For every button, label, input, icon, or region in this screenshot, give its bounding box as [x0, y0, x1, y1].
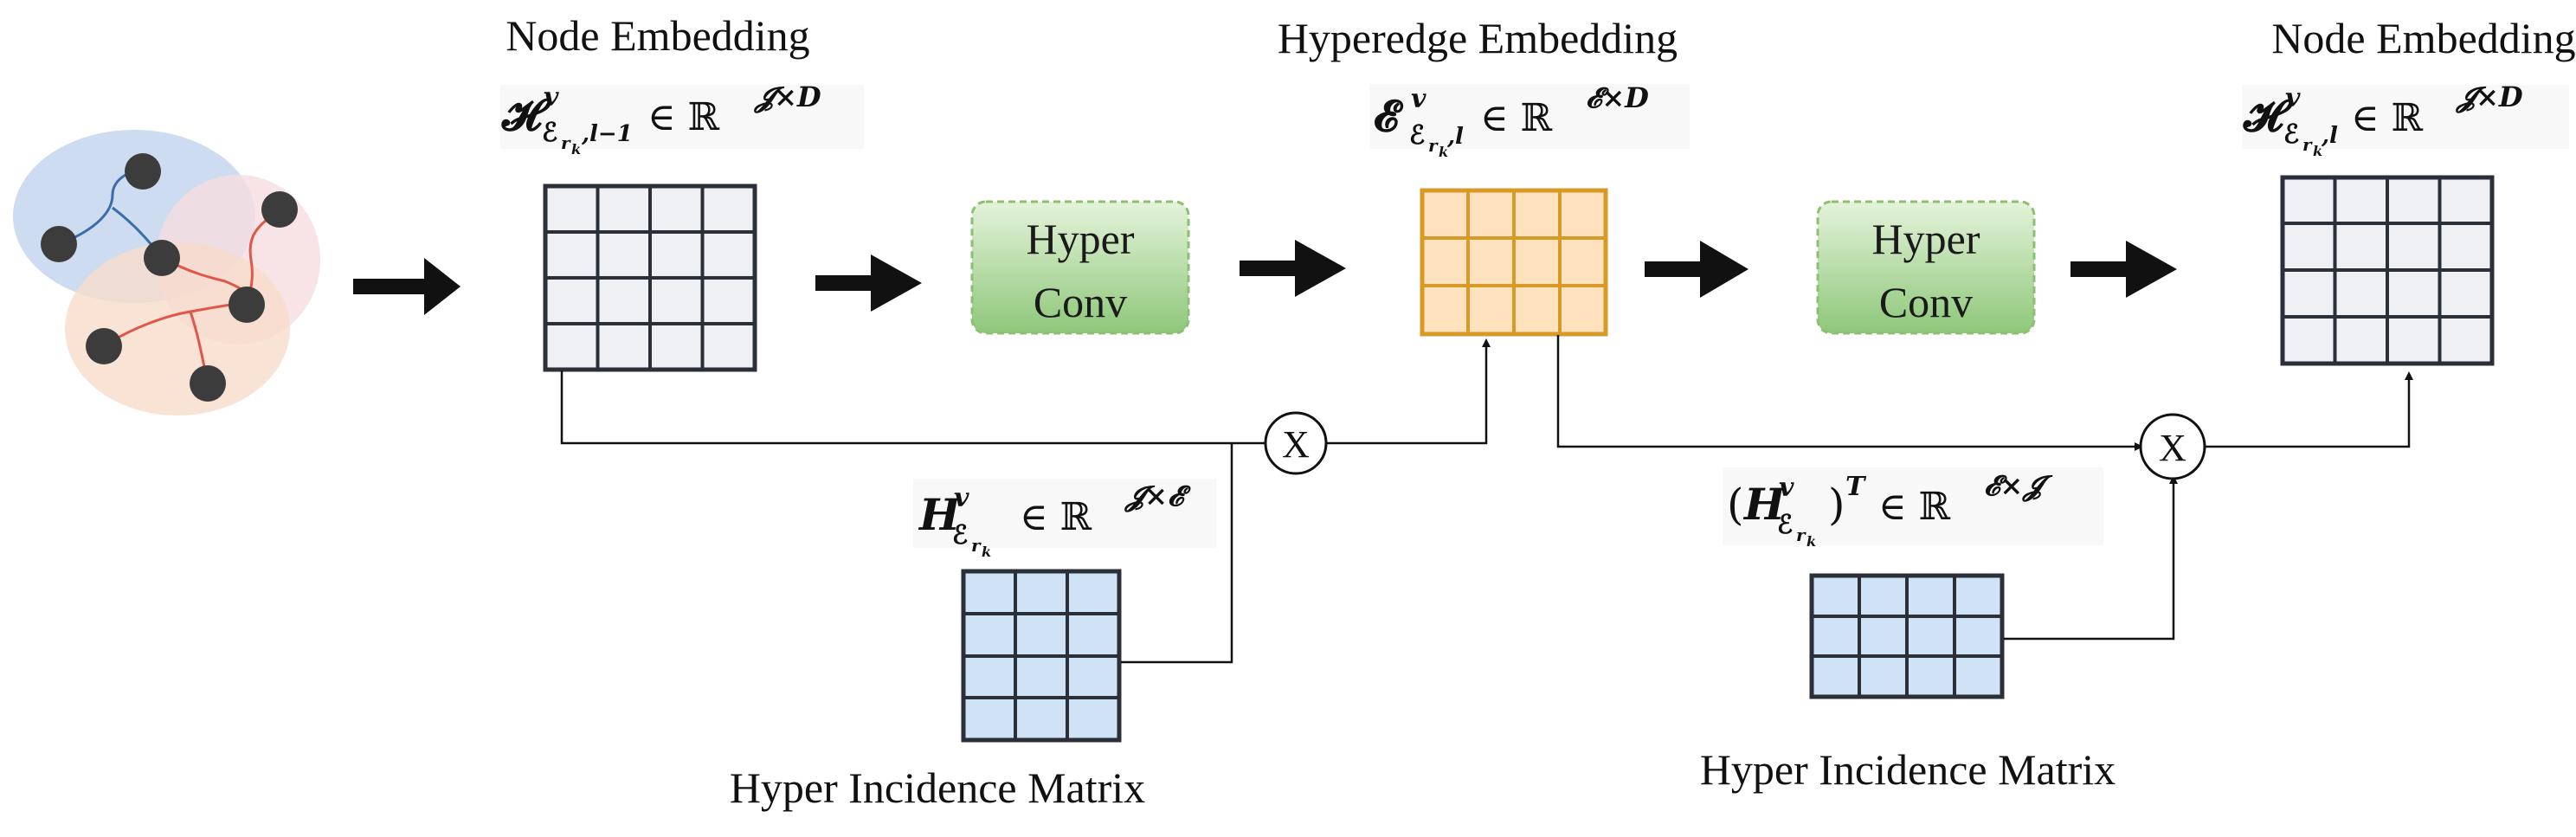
- incidence-matrix-right: [1809, 573, 2005, 699]
- incidence-matrix-label-left: Hyper Incidence Matrix: [730, 763, 1145, 812]
- svg-text:r: r: [561, 132, 571, 153]
- hyperconv-box-left: Hyper Conv: [970, 200, 1190, 335]
- svg-text:∈ ℝ: ∈ ℝ: [647, 95, 720, 139]
- svg-text:H: H: [1742, 479, 1787, 530]
- formula-node-embedding-in: 𝓗 v ℰ r k ,l−1 ∈ ℝ 𝓙×D: [500, 80, 864, 158]
- svg-text:r: r: [971, 535, 982, 556]
- connector-node-to-multiply: [560, 370, 1265, 445]
- connector-incidence-to-multiply: [1121, 443, 1233, 664]
- node-embedding-label-left: Node Embedding: [506, 11, 809, 60]
- svg-text:v: v: [2285, 83, 2301, 113]
- svg-text:r: r: [2302, 134, 2313, 155]
- hyperconv-box-right: Hyper Conv: [1816, 200, 2036, 335]
- hyperconv-label-line1: Hyper: [1027, 215, 1135, 263]
- hyperconv-label-line2: Conv: [1879, 278, 1973, 326]
- formula-incidence-left: H v ℰ r k ∈ ℝ 𝓙×𝓔: [913, 479, 1216, 560]
- incidence-matrix-label-right: Hyper Incidence Matrix: [1700, 745, 2116, 794]
- svg-text:X: X: [1282, 423, 1310, 466]
- graph-node: [86, 328, 122, 364]
- hyperedge-embedding-label: Hyperedge Embedding: [1278, 14, 1678, 62]
- svg-text:(: (: [1727, 480, 1744, 530]
- multiply-operator-right: X: [2139, 413, 2206, 480]
- graph-node: [229, 287, 265, 323]
- flow-arrows: [353, 240, 2177, 315]
- svg-text:v: v: [544, 82, 559, 113]
- svg-text:∈ ℝ: ∈ ℝ: [1020, 495, 1092, 539]
- graph-node: [41, 226, 77, 262]
- svg-text:𝓙×D: 𝓙×D: [2455, 80, 2523, 113]
- svg-text:∈ ℝ: ∈ ℝ: [2351, 96, 2424, 140]
- node-embedding-label-right: Node Embedding: [2271, 14, 2575, 62]
- arrow-right-icon: [2070, 241, 2177, 298]
- svg-text:r: r: [1428, 135, 1439, 156]
- graph-node: [190, 365, 226, 402]
- svg-text:𝓔×D: 𝓔×D: [1586, 81, 1649, 114]
- node-embedding-matrix-left: [543, 183, 757, 372]
- svg-text:ℰ: ℰ: [1777, 510, 1793, 540]
- connector-edge-to-multiply: [1556, 335, 2143, 451]
- svg-text:r: r: [1796, 525, 1806, 545]
- arrow-right-icon: [1645, 241, 1748, 298]
- arrow-right-icon: [1240, 240, 1346, 297]
- svg-text:v: v: [1779, 473, 1794, 503]
- svg-text:𝓙×D: 𝓙×D: [753, 80, 821, 113]
- svg-text:k: k: [571, 141, 581, 158]
- svg-text:k: k: [2313, 143, 2322, 159]
- hypergraph-illustration: [13, 130, 320, 415]
- svg-text:): ): [1828, 480, 1845, 530]
- svg-text:v: v: [954, 483, 969, 513]
- connector-multiply-to-node: [2205, 371, 2413, 448]
- graph-node: [125, 153, 161, 190]
- svg-text:v: v: [1411, 84, 1426, 114]
- formula-hyperedge-embedding: 𝓔 v ℰ r k ,l ∈ ℝ 𝓔×D: [1369, 81, 1690, 160]
- hyperconv-label-line2: Conv: [1034, 278, 1127, 326]
- svg-text:ℰ: ℰ: [2283, 119, 2299, 150]
- svg-text:k: k: [982, 544, 991, 560]
- connector-multiply-to-edge: [1325, 338, 1491, 445]
- svg-text:∈ ℝ: ∈ ℝ: [1480, 96, 1553, 140]
- svg-text:,l−1: ,l−1: [581, 121, 633, 147]
- hyperedge-embedding-matrix: [1420, 188, 1608, 337]
- svg-text:𝓙×𝓔: 𝓙×𝓔: [1124, 480, 1192, 512]
- svg-text:ℰ: ℰ: [1409, 120, 1425, 151]
- connector-lines: [560, 335, 2413, 664]
- graph-node: [144, 240, 180, 276]
- svg-text:ℰ: ℰ: [542, 118, 557, 148]
- svg-text:k: k: [1806, 533, 1816, 550]
- arrow-right-icon: [815, 254, 922, 312]
- formula-incidence-right: ( H v ℰ r k ) T ∈ ℝ 𝓔×𝓙: [1723, 467, 2103, 550]
- svg-text:∈ ℝ: ∈ ℝ: [1878, 485, 1951, 529]
- svg-text:,l: ,l: [1446, 124, 1464, 150]
- connector-incidence-right-to-multiply: [2004, 475, 2178, 641]
- node-embedding-matrix-right: [2280, 175, 2495, 366]
- graph-node: [261, 191, 298, 228]
- arrow-right-icon: [353, 258, 460, 315]
- multiply-operator-left: X: [1264, 411, 1328, 475]
- svg-text:k: k: [1439, 144, 1448, 160]
- formula-node-embedding-out: 𝓗 v ℰ r k ,l ∈ ℝ 𝓙×D: [2242, 80, 2569, 159]
- svg-text:T: T: [1845, 472, 1867, 502]
- svg-text:ℰ: ℰ: [952, 520, 968, 550]
- svg-text:,l: ,l: [2321, 123, 2338, 149]
- svg-text:H: H: [918, 489, 962, 540]
- svg-text:X: X: [2159, 427, 2186, 469]
- svg-text:𝓔×𝓙: 𝓔×𝓙: [1984, 469, 2053, 502]
- incidence-matrix-left: [961, 569, 1122, 743]
- hyperconv-label-line1: Hyper: [1872, 215, 1980, 263]
